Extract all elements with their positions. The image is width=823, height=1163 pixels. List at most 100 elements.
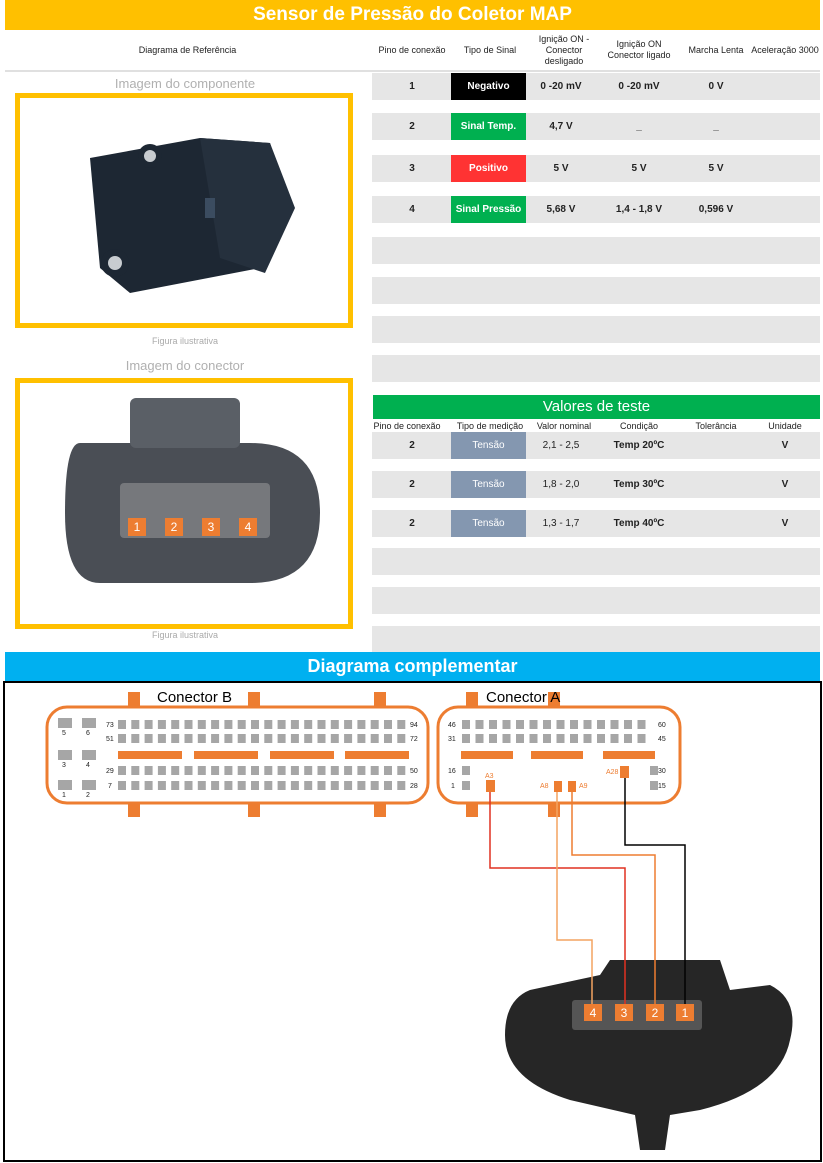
pin-cavity <box>211 781 220 790</box>
pin-cavity <box>251 734 259 743</box>
pin-cavity <box>171 720 180 729</box>
nominal-value: 1,3 - 1,7 <box>542 518 580 529</box>
pin-cavity <box>58 718 72 728</box>
pin-cavity <box>357 781 366 790</box>
pin-cavity <box>157 781 166 790</box>
measure-type-badge: Tensão <box>451 432 526 459</box>
pin-cavity <box>211 720 220 729</box>
b-label-28: 28 <box>410 783 418 790</box>
pin-cavity <box>650 781 658 790</box>
a-label-15: 15 <box>658 783 666 790</box>
pin-cavity <box>290 720 299 729</box>
pin-cavity <box>502 720 511 729</box>
pin-cavity <box>317 781 326 790</box>
a-pin-a3: A3 <box>485 773 494 780</box>
ign-on-value: 0 -20 mV <box>618 81 660 92</box>
measure-type-badge: Tensão <box>451 471 526 498</box>
b-label-5: 5 <box>62 730 66 737</box>
pin-cavity <box>251 720 259 729</box>
pin-cavity <box>475 720 484 729</box>
pin-cavity <box>224 734 233 743</box>
pin-cavity <box>384 766 392 775</box>
connector-note: Figura ilustrativa <box>151 630 219 640</box>
header-reference: Diagrama de Referência <box>138 44 237 55</box>
pin-cavity <box>157 766 166 775</box>
nominal-value: 1,8 - 2,0 <box>542 479 580 490</box>
wire-a28 <box>624 778 686 1005</box>
pin-cavity <box>583 720 592 729</box>
condition: Temp 40ºC <box>613 518 665 529</box>
condition: Temp 30ºC <box>613 479 665 490</box>
header-pin: Pino de conexão <box>378 44 446 55</box>
b-label-50: 50 <box>410 768 418 775</box>
b-label-72: 72 <box>410 736 418 743</box>
empty-row <box>372 277 820 304</box>
pin-cavity <box>264 766 273 775</box>
ign-off-value: 5,68 V <box>546 204 576 215</box>
pin-cavity <box>502 734 511 743</box>
pin-cavity <box>570 734 578 743</box>
pin-cavity <box>82 750 96 760</box>
pin-cavity <box>304 766 313 775</box>
pin-cavity <box>237 734 246 743</box>
pin-cavity <box>344 720 353 729</box>
pin-cavity <box>131 766 140 775</box>
pin-cavity <box>304 720 313 729</box>
pin-cavity <box>304 781 313 790</box>
a-label-16: 16 <box>448 768 456 775</box>
a-label-60: 60 <box>658 722 666 729</box>
pin-cavity <box>624 720 632 729</box>
test-header-unit: Unidade <box>768 420 802 431</box>
b-label-29: 29 <box>106 768 114 775</box>
a-label-30: 30 <box>658 768 666 775</box>
pin-cavity <box>384 720 392 729</box>
test-row: 2 Tensão 1,3 - 1,7 Temp 40ºC V <box>372 510 820 537</box>
wire-a9 <box>571 792 656 1005</box>
pin-cavity <box>118 720 126 729</box>
pin-number: 1 <box>409 81 415 92</box>
ign-on-value: 5 V <box>631 163 647 174</box>
sensor-pin-4: 4 <box>590 1006 597 1020</box>
b-label-73: 73 <box>106 722 114 729</box>
pin-cavity <box>637 734 646 743</box>
test-pin: 2 <box>409 440 415 451</box>
diagram-area <box>3 681 822 1162</box>
a-pin-a8: A8 <box>540 783 549 790</box>
b-label-4: 4 <box>86 762 90 769</box>
pin-cavity <box>157 734 166 743</box>
pin-cavity <box>462 720 470 729</box>
empty-row <box>372 626 820 653</box>
pin-cavity <box>290 734 299 743</box>
test-header-condition: Condição <box>619 420 659 431</box>
pin-cavity <box>251 781 259 790</box>
b-label-3: 3 <box>62 762 66 769</box>
pin-cavity <box>384 781 392 790</box>
component-note: Figura ilustrativa <box>151 336 219 346</box>
test-pin: 2 <box>409 518 415 529</box>
pin-cavity <box>397 734 406 743</box>
pin-cavity <box>462 734 470 743</box>
pin-cavity <box>82 718 96 728</box>
connector-a-label: Conector A <box>486 689 560 706</box>
signal-type-badge: Sinal Pressão <box>451 196 526 223</box>
pin-cavity <box>370 734 379 743</box>
test-values-title: Valores de teste <box>373 395 820 419</box>
pin-cavity <box>330 766 339 775</box>
b-label-6: 6 <box>86 730 90 737</box>
pin-cavity <box>197 734 206 743</box>
pin-cavity <box>397 766 406 775</box>
a-pin-a9: A9 <box>579 783 588 790</box>
pin-cavity <box>197 766 206 775</box>
test-header-nominal: Valor nominal <box>536 420 592 431</box>
condition: Temp 20ºC <box>613 440 665 451</box>
pin-cavity <box>597 720 605 729</box>
b-label-51: 51 <box>106 736 114 743</box>
pin-cavity <box>237 720 246 729</box>
a-pin-a28: A28 <box>606 769 619 776</box>
pin-cavity <box>384 734 392 743</box>
pin-cavity <box>330 781 339 790</box>
pin-row: 1 Negativo 0 -20 mV 0 -20 mV 0 V <box>372 73 820 100</box>
a-label-31: 31 <box>448 736 456 743</box>
header-ign-off: Ignição ON - Conector desligado <box>538 33 590 66</box>
